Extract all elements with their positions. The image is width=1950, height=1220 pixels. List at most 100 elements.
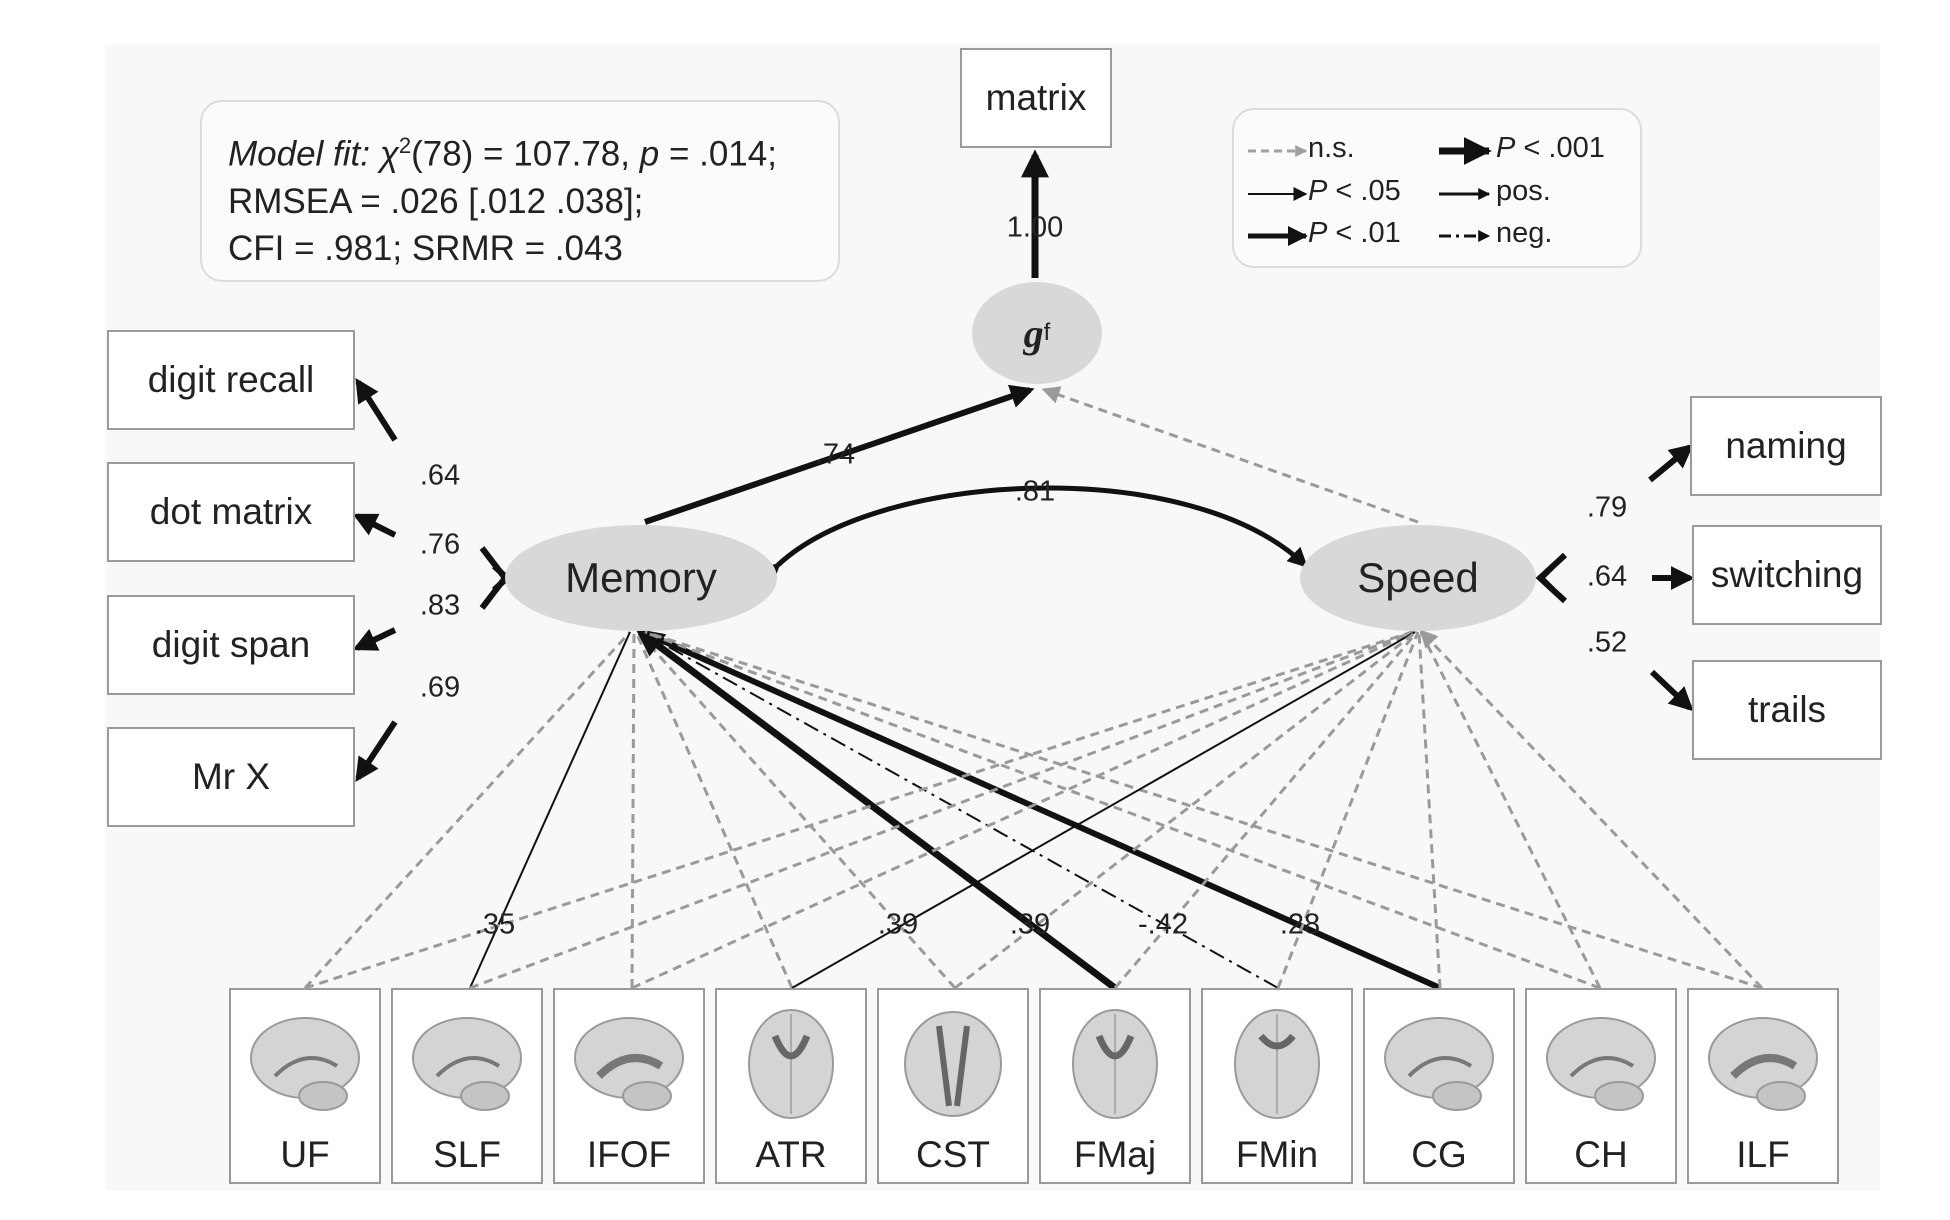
tract-box-atr: ATR (715, 988, 867, 1184)
coef-slf-memory: .35 (474, 908, 516, 941)
tract-box-cg: CG (1363, 988, 1515, 1184)
coef-dot-matrix: .76 (419, 528, 461, 561)
model-fit-line-1: Model fit: χ2(78) = 107.78, p = .014; (228, 122, 812, 178)
legend-p01-p: P (1308, 217, 1328, 249)
speed-loading-chevrons (1535, 552, 1568, 604)
coef-memory-gf: .74 (814, 438, 856, 471)
path-uf-speed (304, 630, 1413, 990)
coef-switching: .64 (1586, 560, 1628, 593)
tract-memory-paths (303, 628, 1763, 991)
brain-tract-icon (1546, 1017, 1656, 1111)
path-ifof-speed (631, 630, 1415, 990)
tract-label: FMaj (1073, 1134, 1157, 1175)
coef-fmin-memory: -.42 (1138, 908, 1188, 941)
speed-node: Speed (1300, 525, 1536, 631)
coef-mr-x: .69 (419, 671, 461, 704)
legend-p05-value: < .05 (1335, 175, 1401, 207)
path-ch-memory (643, 630, 1601, 990)
path-ilf-memory (644, 630, 1763, 990)
legend-neg-label: neg. (1496, 217, 1553, 249)
naming-box: naming (1690, 396, 1882, 496)
tract-label: CST (916, 1134, 990, 1175)
path-fmaj-speed (1113, 631, 1419, 989)
path-ch-speed (1419, 631, 1602, 989)
brain-tract-icon (904, 1011, 1002, 1117)
coef-memory-speed: .81 (1014, 475, 1056, 508)
path-memory-speed-covariance (759, 485, 1308, 584)
loading-digit-recall (355, 377, 398, 442)
path-atr-memory (634, 631, 794, 989)
mr-x-box: Mr X (107, 727, 355, 827)
coef-digit-recall: .64 (419, 459, 461, 492)
path-uf-memory (303, 630, 632, 990)
brain-tract-icon (250, 1017, 360, 1111)
path-cg-memory (641, 629, 1442, 991)
digit-recall-box: digit recall (107, 330, 355, 430)
legend-p05-p: P (1308, 175, 1328, 207)
tract-box-fmin: FMin (1201, 988, 1353, 1184)
legend-p05-label: P < .05 (1308, 175, 1401, 208)
chi-superscript: 2 (398, 133, 412, 158)
path-slf-speed (469, 630, 1414, 990)
legend-p01-label: P < .01 (1308, 217, 1401, 250)
switching-box: switching (1692, 525, 1882, 625)
loading-mr-x (355, 720, 398, 783)
legend-pos-label: pos. (1496, 175, 1551, 207)
memory-node: Memory (505, 525, 777, 631)
brain-tract-icon (1708, 1017, 1818, 1111)
loading-trails-arrow (1649, 669, 1694, 712)
model-fit-line-2: RMSEA = .026 [.012 .038]; (228, 181, 644, 221)
coef-gf-matrix: 1.00 (1006, 211, 1064, 244)
path-ilf-speed (1419, 629, 1764, 990)
tract-box-slf: SLF (391, 988, 543, 1184)
model-fit-label: Model fit: (228, 134, 370, 174)
path-cg-speed (1417, 631, 1442, 989)
tract-label: IFOF (586, 1134, 672, 1175)
tract-speed-paths (304, 629, 1764, 990)
coef-atr-speed: .39 (877, 908, 919, 941)
coef-trails: .52 (1586, 626, 1628, 659)
p-value: = .014; (668, 134, 777, 174)
path-fmin-speed (1276, 631, 1420, 989)
p-symbol: p (639, 134, 660, 174)
tract-label: CG (1411, 1134, 1467, 1175)
path-cst-memory (636, 631, 957, 989)
tract-label: ATR (755, 1134, 827, 1175)
gf-main: g (1023, 310, 1044, 356)
chi-value: (78) = 107.78, (411, 134, 630, 174)
tract-label: UF (280, 1134, 330, 1175)
tract-label: FMin (1235, 1134, 1319, 1175)
tract-box-fmaj: FMaj (1039, 988, 1191, 1184)
legend: n.s. P < .05 P < .01 P < .001 pos. neg. (1232, 108, 1642, 268)
brain-tract-icon (748, 1009, 834, 1119)
loading-digit-span (352, 627, 397, 651)
legend-arrows (1248, 137, 1492, 246)
brain-tract-icon (1234, 1009, 1320, 1119)
legend-p001-label: P < .001 (1496, 132, 1605, 165)
path-ifof-memory (630, 631, 636, 989)
tract-box-ifof: IFOF (553, 988, 705, 1184)
legend-p001-value: < .001 (1523, 132, 1605, 164)
path-atr-speed (791, 631, 1416, 989)
coef-naming: .79 (1586, 491, 1628, 524)
coef-cg-memory: .28 (1279, 908, 1321, 941)
model-fit-line-3: CFI = .981; SRMR = .043 (228, 228, 623, 268)
path-slf-memory (469, 631, 631, 989)
path-fmaj-memory (635, 628, 1118, 991)
brain-tract-icon (1072, 1009, 1158, 1119)
legend-p01-value: < .01 (1335, 217, 1401, 249)
path-fmin-memory (641, 631, 1279, 989)
tract-box-uf: UF (229, 988, 381, 1184)
tract-label: CH (1574, 1134, 1628, 1175)
matrix-box: matrix (960, 48, 1112, 148)
tract-label: SLF (433, 1134, 501, 1175)
tract-box-cst: CST (877, 988, 1029, 1184)
brain-tract-icon (574, 1017, 684, 1111)
memory-loading-chevrons (479, 546, 512, 610)
chi-symbol: χ (379, 134, 399, 174)
path-speed-gf (1041, 386, 1419, 524)
trails-box: trails (1692, 660, 1882, 760)
